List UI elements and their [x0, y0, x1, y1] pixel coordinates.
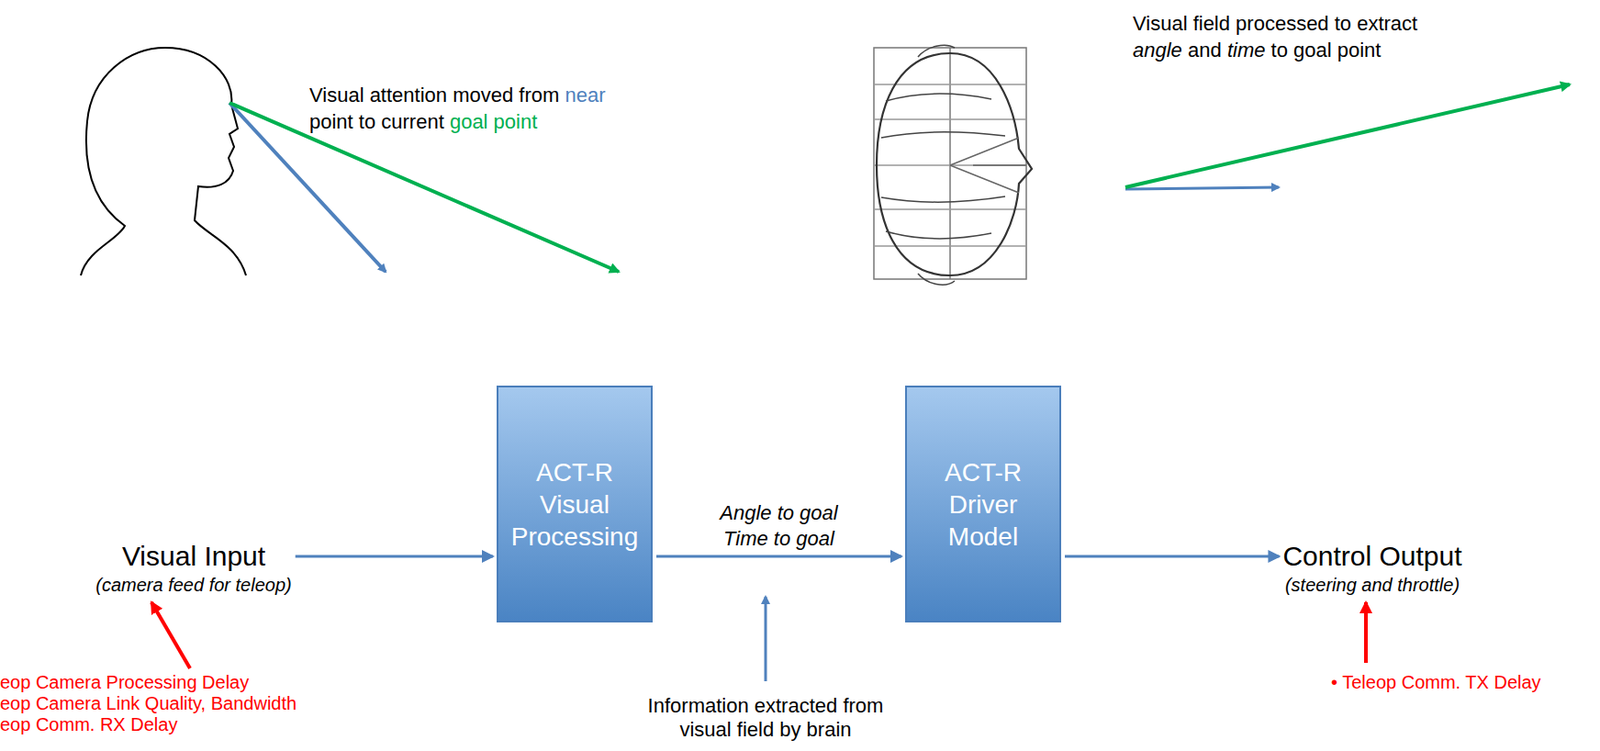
info-arrow — [764, 596, 768, 682]
io-text-node: Control Output(steering and throttle) — [1282, 539, 1462, 597]
flow-arrow — [295, 555, 493, 559]
annotation-text: to goal point — [1271, 38, 1382, 62]
delay-arrow — [1364, 602, 1368, 663]
annotation-text: angle — [1132, 38, 1183, 62]
annotation-text: Visual field processed to extract — [1132, 11, 1418, 35]
process-box: ACT-R Driver Model — [905, 385, 1062, 623]
node-title: ACT-R Driver Model — [914, 456, 1052, 553]
note-text: Information extracted from visual field … — [632, 693, 899, 743]
flow-arrow — [656, 555, 902, 559]
annotation: Visual field processed to extract anglean… — [1132, 11, 1418, 64]
delay-note: • Teleop Comm. TX Delay — [1331, 671, 1542, 694]
annotation-text: point to current — [309, 110, 445, 134]
flow-arrow — [1064, 555, 1279, 559]
node-title: Control Output — [1282, 539, 1462, 573]
head-profile — [80, 47, 247, 276]
node-title: ACT-R Visual Processing — [505, 456, 644, 553]
goal-gaze-arrow — [229, 102, 619, 272]
annotation-text: time — [1227, 38, 1266, 62]
annotation-text: Visual attention moved from — [309, 83, 560, 107]
annotation-text: goal point — [449, 110, 538, 134]
annotation: Visual attention moved fromnear point to … — [309, 82, 606, 135]
node-title: Visual Input — [95, 539, 291, 573]
annotation-text: near — [564, 83, 605, 107]
goal-direction-arrow — [1125, 84, 1570, 188]
delay-note: eop Comm. RX Delay — [0, 714, 178, 736]
delay-note: eop Camera Link Quality, Bandwidth — [0, 693, 297, 715]
edge-label: Angle to goal Time to goal — [710, 500, 849, 551]
annotation-text: and — [1187, 38, 1222, 62]
near-direction-arrow — [1125, 187, 1279, 190]
node-subtitle: (camera feed for teleop) — [95, 572, 291, 597]
delay-arrow — [151, 602, 191, 669]
process-box: ACT-R Visual Processing — [496, 385, 653, 623]
head-top-view — [873, 44, 1032, 285]
delay-note: eop Camera Processing Delay — [0, 671, 249, 694]
io-text-node: Visual Input(camera feed for teleop) — [95, 539, 291, 597]
node-subtitle: (steering and throttle) — [1282, 572, 1462, 597]
